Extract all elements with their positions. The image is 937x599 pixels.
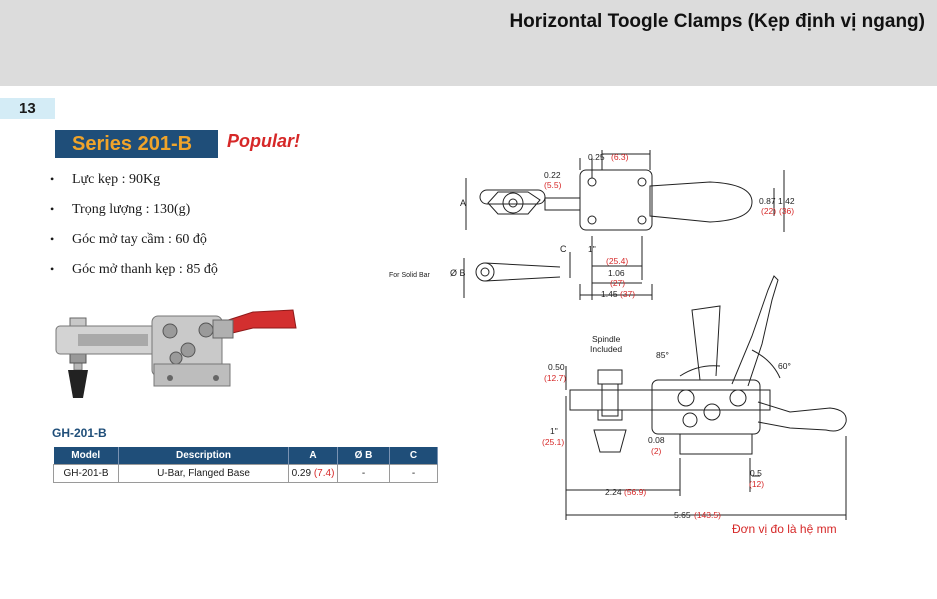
col-header-b: Ø B bbox=[337, 447, 390, 464]
technical-drawing: 0.25 (6.3) 0.22 (5.5) 0.87 (22) 1.42 (36… bbox=[389, 150, 847, 520]
unit-note: Đơn vị đo là hệ mm bbox=[732, 522, 837, 536]
dim-1-side-mm: (25.1) bbox=[542, 437, 564, 447]
dim-1-side-in: 1" bbox=[550, 426, 558, 436]
page-number: 13 bbox=[0, 98, 55, 119]
spec-item: • Trọng lượng : 130(g) bbox=[50, 202, 218, 232]
cell-c: - bbox=[389, 463, 438, 483]
cell-a-mm: (7.4) bbox=[313, 467, 335, 479]
dim-0-08-mm: (2) bbox=[651, 446, 662, 456]
dim-0-25-in: 0.25 bbox=[588, 152, 605, 162]
bullet: • bbox=[50, 172, 55, 186]
dim-2-24-mm: (56.9) bbox=[624, 487, 646, 497]
bullet: • bbox=[50, 262, 55, 276]
col-header-model: Model bbox=[53, 447, 119, 464]
spec-text: Trọng lượng : 130(g) bbox=[72, 202, 191, 217]
dim-1-06-in: 1.06 bbox=[608, 268, 625, 278]
header-band bbox=[0, 0, 937, 86]
dim-1-42-in: 1.42 bbox=[778, 196, 795, 206]
dim-0-08-in: 0.08 bbox=[648, 435, 665, 445]
col-header-a: A bbox=[288, 447, 338, 464]
dim-1-42-mm: (36) bbox=[779, 206, 794, 216]
popular-tag: Popular! bbox=[227, 131, 301, 151]
cell-a-in: 0.29 bbox=[291, 467, 312, 479]
angle-85: 85° bbox=[656, 350, 669, 360]
dim-0-25-mm: (6.3) bbox=[611, 152, 629, 162]
page-title: Horizontal Toogle Clamps (Kẹp định vị ng… bbox=[509, 11, 925, 32]
product-photo bbox=[55, 309, 297, 398]
spec-list: • Lực kẹp : 90Kg • Trọng lượng : 130(g) • G… bbox=[50, 172, 218, 292]
bullet: • bbox=[50, 232, 55, 246]
dim-5-65-mm: (143.5) bbox=[694, 510, 721, 520]
dim-5-65-in: 5.65 bbox=[674, 510, 691, 520]
table-row: GH-201-B U-Bar, Flanged Base 0.29 (7.4) … bbox=[53, 463, 438, 483]
col-header-c: C bbox=[389, 447, 438, 464]
label-a: A bbox=[460, 198, 466, 208]
dim-1-06-mm: (27) bbox=[610, 278, 625, 288]
spec-text: Góc mở tay cầm : 60 độ bbox=[72, 232, 207, 247]
spec-text: Lực kẹp : 90Kg bbox=[72, 172, 161, 187]
cell-description: U-Bar, Flanged Base bbox=[118, 463, 289, 483]
model-heading: GH-201-B bbox=[52, 426, 107, 440]
dim-1-45-in: 1.45 bbox=[601, 289, 618, 299]
spindle-label-2: Included bbox=[590, 344, 622, 354]
angle-60: 60° bbox=[778, 361, 791, 371]
cell-model: GH-201-B bbox=[53, 463, 119, 483]
spec-item: • Góc mở tay cầm : 60 độ bbox=[50, 232, 218, 262]
cell-a: 0.29 (7.4) bbox=[288, 463, 338, 483]
dim-2-24-in: 2.24 bbox=[605, 487, 622, 497]
dim-1-in: 1" bbox=[588, 244, 596, 254]
dim-1-mm: (25.4) bbox=[606, 256, 628, 266]
series-title: Series 201-B bbox=[55, 130, 218, 158]
dim-0-50-in: 0.50 bbox=[548, 362, 565, 372]
dim-0-5-mm: (12) bbox=[749, 479, 764, 489]
cell-b: - bbox=[337, 463, 390, 483]
spec-text: Góc mở thanh kẹp : 85 độ bbox=[72, 262, 218, 277]
bullet: • bbox=[50, 202, 55, 216]
label-c: C bbox=[560, 244, 567, 254]
spec-item: • Lực kẹp : 90Kg bbox=[50, 172, 218, 202]
dim-0-50-mm: (12.7) bbox=[544, 373, 566, 383]
spindle-label-1: Spindle bbox=[592, 334, 621, 344]
col-header-description: Description bbox=[118, 447, 289, 464]
dim-1-45-mm: (37) bbox=[620, 289, 635, 299]
label-b: Ø B bbox=[450, 268, 466, 278]
dim-0-22-in: 0.22 bbox=[544, 170, 561, 180]
solid-bar-note: For Solid Bar bbox=[389, 272, 431, 279]
spec-item: • Góc mở thanh kẹp : 85 độ bbox=[50, 262, 218, 292]
dim-0-87-in: 0.87 bbox=[759, 196, 776, 206]
dim-0-22-mm: (5.5) bbox=[544, 180, 562, 190]
spec-table: Model Description A Ø B C GH-201-B U-Bar… bbox=[53, 447, 438, 483]
dim-0-5-in: 0.5 bbox=[750, 468, 762, 478]
dim-0-87-mm: (22) bbox=[761, 206, 776, 216]
